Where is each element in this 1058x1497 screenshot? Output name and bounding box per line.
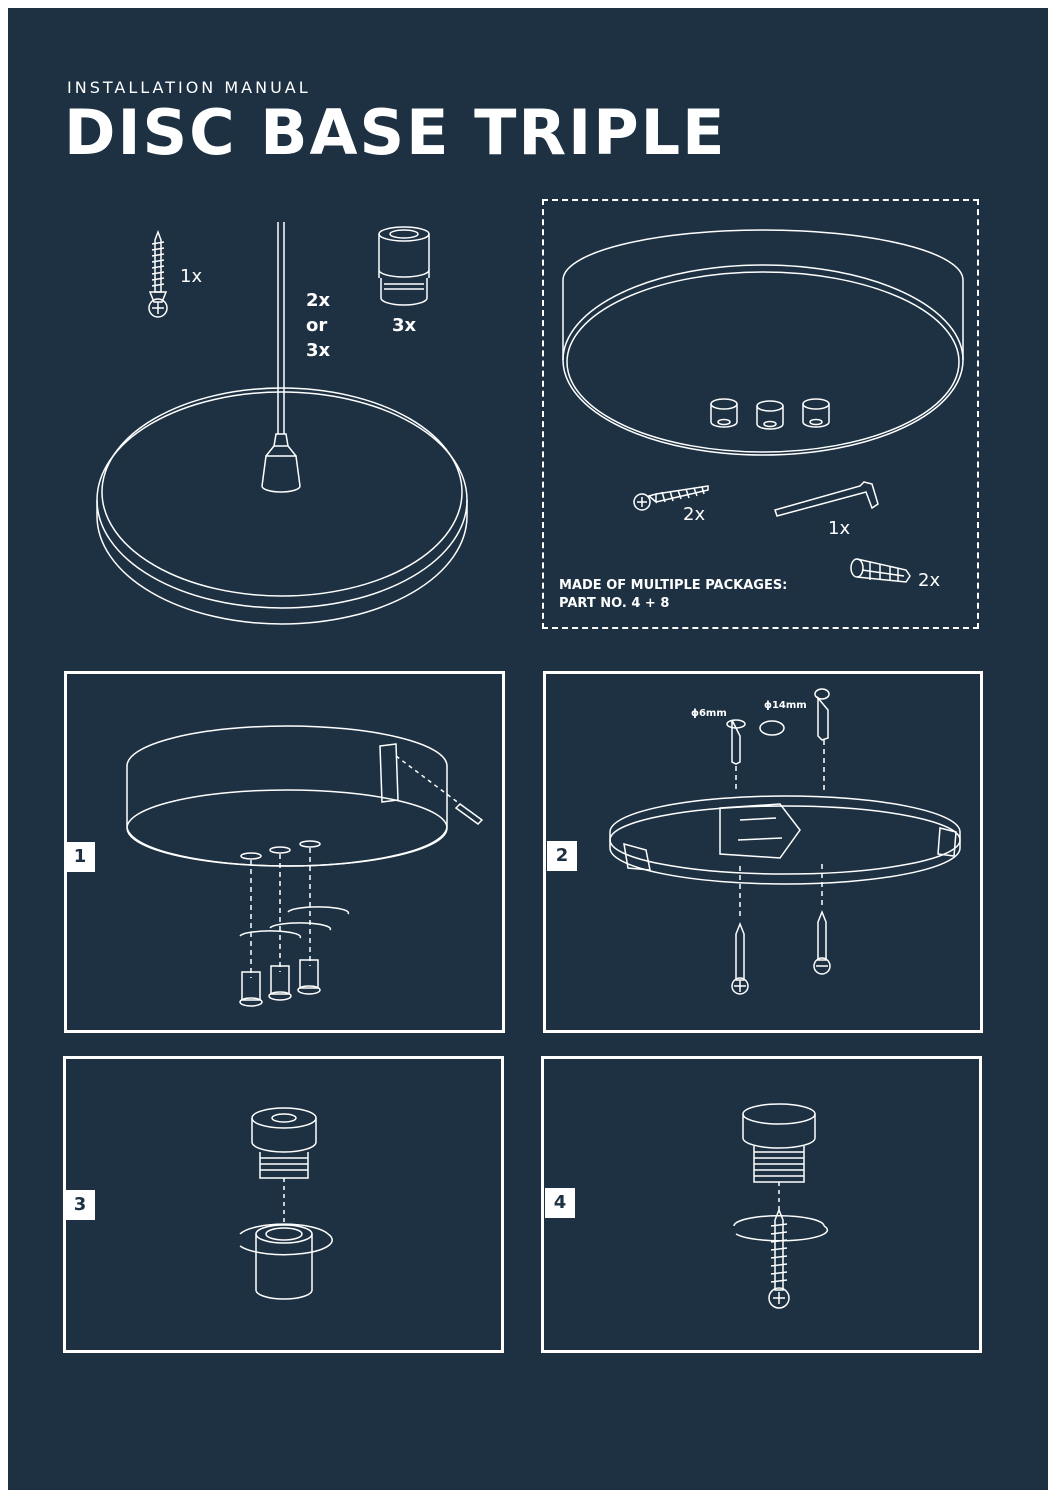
large-drill-diameter: ϕ14mm — [764, 700, 807, 711]
step-2-panel — [543, 671, 983, 1033]
connector-quantity: 3x — [392, 315, 417, 336]
step-1-connector-assembly-drawing — [120, 716, 490, 1016]
wood-screw-icon — [144, 230, 174, 320]
canopy-drawing — [560, 230, 970, 460]
step-1-number: 1 — [65, 842, 95, 872]
step-4-number: 4 — [545, 1188, 575, 1218]
step-3-screw-together-drawing — [232, 1106, 342, 1306]
disc-base-cable-drawing — [94, 220, 474, 620]
step-3-number: 3 — [65, 1190, 95, 1220]
cable-quantity-line2: or — [306, 315, 328, 336]
cable-quantity-line3: 3x — [306, 340, 331, 361]
wall-plug-icon — [848, 556, 918, 590]
package-contents-box — [542, 199, 979, 629]
package-note-line1: MADE OF MULTIPLE PACKAGES: — [559, 578, 788, 593]
cable-connector-icon — [376, 226, 436, 310]
step-2-mounting-plate-drawing — [600, 680, 970, 1010]
small-drill-diameter: ϕ6mm — [691, 708, 727, 719]
screw-quantity: 1x — [180, 266, 203, 287]
connector-bushings — [711, 399, 829, 429]
allen-key-quantity: 1x — [828, 518, 851, 539]
package-screw-quantity: 2x — [683, 504, 706, 525]
cable-quantity-line1: 2x — [306, 290, 331, 311]
manual-subtitle: INSTALLATION MANUAL — [67, 78, 311, 97]
step-2-number: 2 — [547, 841, 577, 871]
allen-key-icon — [772, 478, 892, 518]
step-3-panel — [63, 1056, 504, 1353]
step-4-panel — [541, 1056, 982, 1353]
wall-plug-quantity: 2x — [918, 570, 941, 591]
screw-horizontal-icon — [632, 482, 712, 512]
package-note-line2: PART NO. 4 + 8 — [559, 596, 670, 611]
step-4-fasten-screw-drawing — [724, 1102, 834, 1312]
manual-page: INSTALLATION MANUAL DISC BASE TRIPLE 1x … — [8, 8, 1048, 1490]
product-title: DISC BASE TRIPLE — [64, 96, 727, 169]
